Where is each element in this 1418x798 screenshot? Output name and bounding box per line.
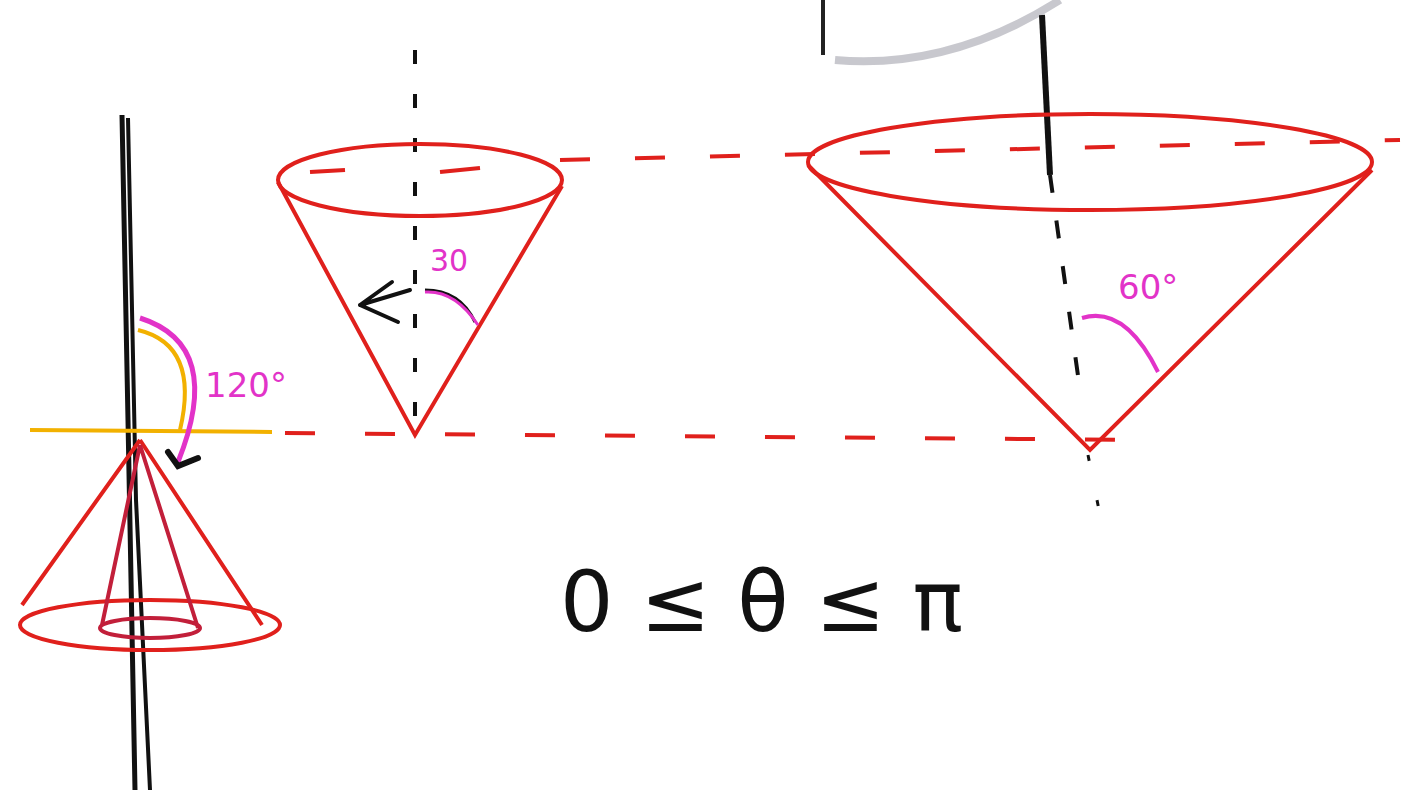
dash bbox=[310, 170, 345, 172]
angle-label: 60° bbox=[1118, 270, 1178, 304]
range-formula: 0 ≤ θ ≤ π bbox=[560, 560, 963, 644]
arrow-head bbox=[168, 452, 198, 466]
angle-arc bbox=[140, 318, 195, 462]
angle-arc bbox=[138, 330, 185, 430]
axis-line bbox=[1042, 15, 1050, 175]
guide-line bbox=[560, 140, 1400, 160]
cone-side bbox=[22, 440, 262, 625]
angle-label: 120° bbox=[205, 368, 287, 402]
cone-side bbox=[808, 165, 1372, 450]
cone-base bbox=[20, 600, 280, 650]
inner-cone-side bbox=[102, 445, 198, 628]
cone-top bbox=[808, 114, 1372, 210]
angle-arc bbox=[1082, 316, 1158, 372]
arrow bbox=[360, 282, 410, 322]
inner-cone-base bbox=[100, 618, 200, 638]
angle-label: 30 bbox=[430, 246, 468, 276]
dash bbox=[440, 168, 480, 172]
protractor-arc bbox=[835, 0, 1060, 61]
horizontal-line bbox=[30, 430, 272, 432]
axis-line bbox=[413, 50, 417, 430]
angle-arc bbox=[425, 292, 478, 325]
cone-side bbox=[278, 182, 562, 435]
axis-stub bbox=[821, 0, 825, 55]
angle-arc bbox=[425, 290, 475, 322]
cone-top bbox=[278, 144, 562, 216]
axis-line bbox=[1050, 175, 1080, 390]
axis-line bbox=[1088, 455, 1100, 515]
